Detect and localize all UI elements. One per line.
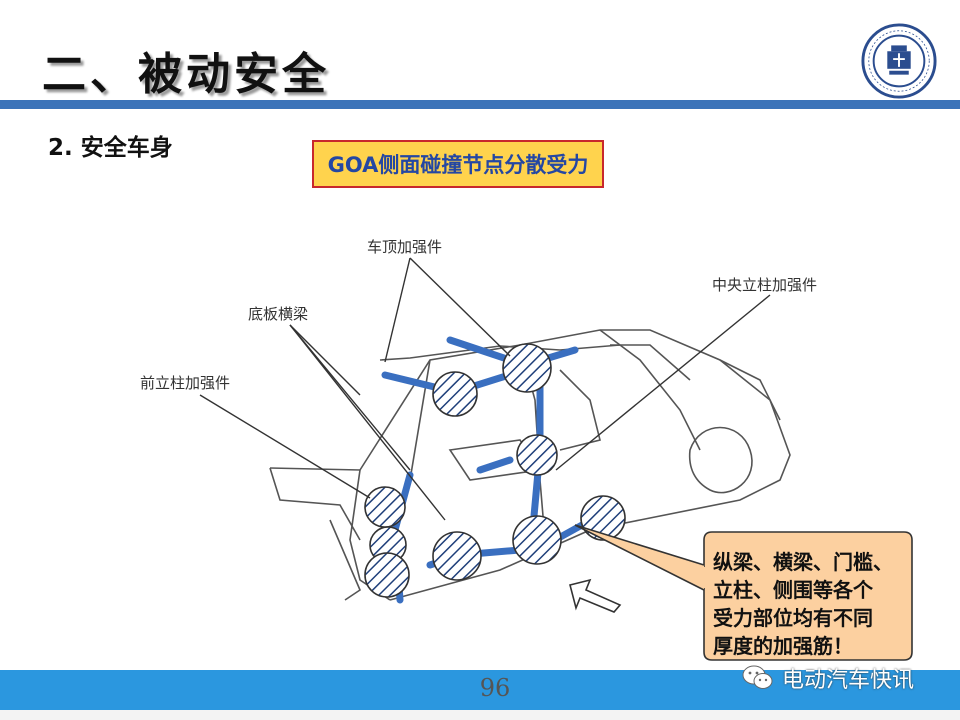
leader-lines xyxy=(199,257,771,521)
page-number: 96 xyxy=(479,674,511,702)
section-subtitle: 2. 安全车身 xyxy=(48,135,173,161)
bottom-strip xyxy=(0,710,960,720)
impact-arrow-icon xyxy=(569,578,622,613)
callout-line: 厚度的加强筋！ xyxy=(713,634,853,658)
car-body-diagram xyxy=(199,257,913,661)
title-rule xyxy=(0,100,960,109)
watermark-text: 电动汽车快讯 xyxy=(782,668,915,693)
label-floor-crossbeam: 底板横梁 xyxy=(248,305,309,323)
callout-line: 立柱、侧围等各个 xyxy=(713,578,873,602)
wechat-watermark: 电动汽车快讯 xyxy=(742,660,914,696)
label-front-pillar: 前立柱加强件 xyxy=(140,374,231,392)
label-roof-reinforcement: 车顶加强件 xyxy=(367,238,443,256)
callout-bubble xyxy=(574,524,913,661)
footer-bar xyxy=(0,670,960,710)
goa-highlight-box: GOA侧面碰撞节点分散受力 xyxy=(312,140,604,188)
load-node-circles xyxy=(364,343,626,598)
university-seal-icon xyxy=(861,23,937,99)
wechat-icon xyxy=(742,665,773,689)
callout-line: 纵梁、横梁、门槛、 xyxy=(713,550,893,574)
slide-title: 二、被动安全 xyxy=(42,49,330,100)
callout-text: 纵梁、横梁、门槛、 立柱、侧围等各个 受力部位均有不同 厚度的加强筋！ xyxy=(713,548,903,660)
label-center-pillar: 中央立柱加强件 xyxy=(712,276,818,294)
callout-line: 受力部位均有不同 xyxy=(713,606,873,630)
